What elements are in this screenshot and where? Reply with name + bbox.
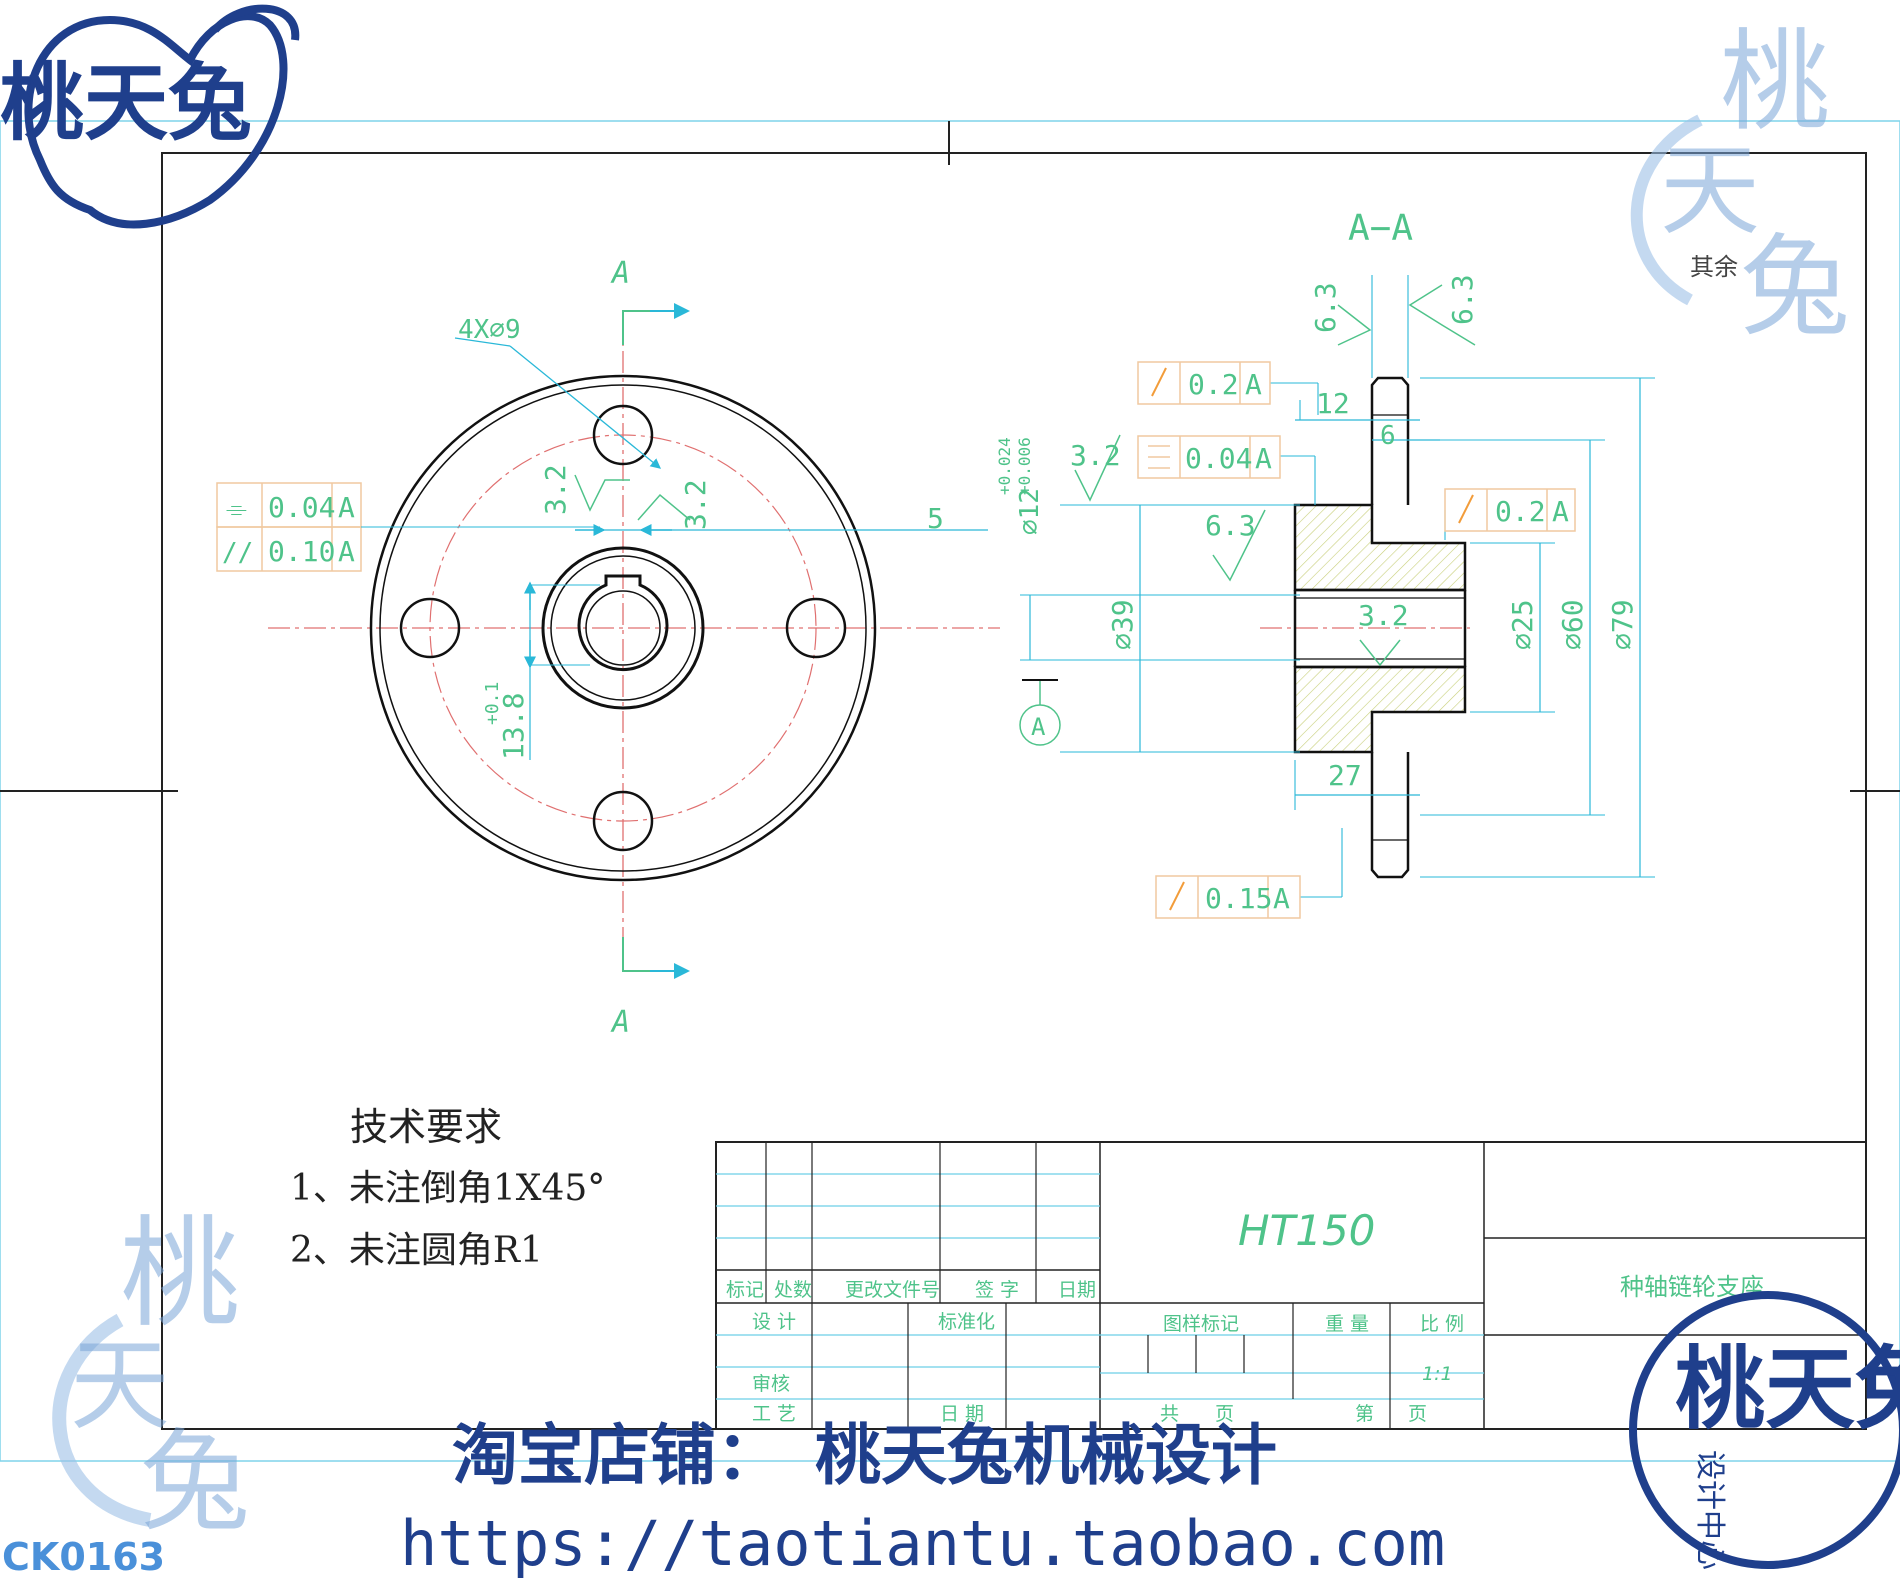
dim-27: 27 xyxy=(1328,759,1362,792)
dim-key-tol: +0.1 xyxy=(482,682,503,725)
tol-flat-mid-datum: A xyxy=(1255,442,1272,475)
dim-25: ⌀25 xyxy=(1506,599,1539,650)
tol-parallel-datum: A xyxy=(338,535,355,568)
shop-line-2: https://taotiantu.taobao.com xyxy=(400,1507,1445,1580)
logo-br-main: 桃天兔 xyxy=(1675,1337,1900,1442)
dim-79: ⌀79 xyxy=(1606,599,1639,650)
shop-line-1: 淘宝店铺： 桃天兔机械设计 xyxy=(452,1416,1277,1494)
tech-req-item-2: 2、未注圆角R1 xyxy=(290,1230,543,1271)
tol-frame-parallel xyxy=(216,526,362,572)
wm-bl-1: 桃 xyxy=(120,1205,240,1344)
sheet-no: 第 xyxy=(1355,1403,1374,1425)
wm-bl-3: 兔 xyxy=(140,1418,250,1546)
page-a: 页 xyxy=(1215,1403,1234,1425)
dim-key: 13.8 xyxy=(497,693,530,760)
standard: 标准化 xyxy=(938,1311,995,1333)
dim-12: 12 xyxy=(1316,387,1350,420)
tech-req-title: 技术要求 xyxy=(350,1105,502,1149)
material: HT150 xyxy=(1238,1206,1375,1255)
col-date: 日期 xyxy=(1058,1279,1096,1301)
tol-flat-symbol: ⌯ xyxy=(226,494,247,524)
tol-flat-mid-value: 0.04 xyxy=(1185,442,1252,475)
date: 日 期 xyxy=(940,1403,984,1425)
process: 工 艺 xyxy=(752,1403,796,1425)
tol-runout-bottom-value: 0.15 xyxy=(1205,882,1272,915)
tol-frame-runout-right xyxy=(1444,488,1576,532)
design: 设 计 xyxy=(752,1311,796,1333)
bore-tol-upper: +0.024 xyxy=(995,437,1014,495)
tol-frame-runout-bottom xyxy=(1155,875,1301,919)
tol-flat-datum: A xyxy=(338,491,355,524)
rough-bore: 3.2 xyxy=(1358,599,1409,632)
section-view xyxy=(1019,275,1655,919)
page-b: 页 xyxy=(1408,1403,1427,1425)
hole-label: 4X⌀9 xyxy=(458,315,521,345)
outer-frame xyxy=(0,120,1900,1462)
dim-6: 6 xyxy=(1380,421,1396,451)
product-code: CK0163 xyxy=(2,1535,165,1579)
tol-runout-bottom-datum: A xyxy=(1273,882,1290,915)
logo-br-sub: 设计中心 xyxy=(1692,1450,1727,1570)
wm-tr-3: 兔 xyxy=(1740,223,1850,351)
tech-req-item-1: 1、未注倒角1X45° xyxy=(290,1168,605,1209)
weight: 重 量 xyxy=(1325,1313,1369,1335)
drawing-mark: 图样标记 xyxy=(1163,1313,1239,1335)
rough-top-right: 6.3 xyxy=(1446,274,1479,325)
wm-tr-small: 其余 xyxy=(1690,253,1738,281)
col-doc: 更改文件号 xyxy=(845,1279,940,1301)
tol-parallel-value: 0.10 xyxy=(268,535,335,568)
tol-runout-right-datum: A xyxy=(1552,495,1569,528)
logo-brand-text: 桃天兔 xyxy=(0,54,252,152)
tol-flat-value: 0.04 xyxy=(268,491,335,524)
logo-bottom-right: 桃天兔 设计中心 xyxy=(1629,1291,1900,1570)
wm-bl-2: 天 xyxy=(70,1327,170,1444)
logo-top-left: 桃天兔 xyxy=(0,4,300,229)
section-title: A−A xyxy=(1348,208,1413,249)
watermark-bottom-left: 桃 天 兔 xyxy=(52,1205,250,1546)
dim-bore: ⌀12 xyxy=(1015,488,1045,535)
tol-frame-flat-mid xyxy=(1137,435,1281,479)
tol-runout-top-value: 0.2 xyxy=(1188,368,1239,401)
title-block xyxy=(715,1141,1867,1430)
review: 审核 xyxy=(752,1373,790,1395)
rough-a: 3.2 xyxy=(1070,439,1121,472)
section-mark-bottom: A xyxy=(610,1005,630,1040)
wm-tr-1: 桃 xyxy=(1720,18,1830,146)
tol-runout-top-datum: A xyxy=(1245,368,1262,401)
col-count: 处数 xyxy=(774,1279,812,1301)
watermark-top-right: 桃 天 兔 其余 xyxy=(1630,18,1850,351)
dim-39: ⌀39 xyxy=(1106,599,1139,650)
datum-label: A xyxy=(1031,713,1046,741)
tol-frame-runout-top xyxy=(1137,361,1271,405)
rough-front-b: 3.2 xyxy=(679,479,712,530)
tol-runout-right-value: 0.2 xyxy=(1495,495,1546,528)
rough-b: 6.3 xyxy=(1205,509,1256,542)
col-mark: 标记 xyxy=(726,1279,764,1301)
scale: 1:1 xyxy=(1422,1363,1453,1385)
rough-top-left: 6.3 xyxy=(1309,282,1342,333)
wm-tr-2: 天 xyxy=(1660,132,1760,249)
tol-parallel-symbol: // xyxy=(222,538,253,568)
scale-label: 比 例 xyxy=(1420,1313,1464,1335)
dim-60: ⌀60 xyxy=(1556,599,1589,650)
rough-front-a: 3.2 xyxy=(539,464,572,515)
col-sign: 签 字 xyxy=(975,1279,1019,1301)
front-view xyxy=(216,303,1000,979)
dim-5: 5 xyxy=(927,502,944,535)
section-mark-top: A xyxy=(610,256,630,291)
bore-tol-lower: +0.006 xyxy=(1015,437,1034,495)
total: 共 xyxy=(1160,1403,1179,1425)
